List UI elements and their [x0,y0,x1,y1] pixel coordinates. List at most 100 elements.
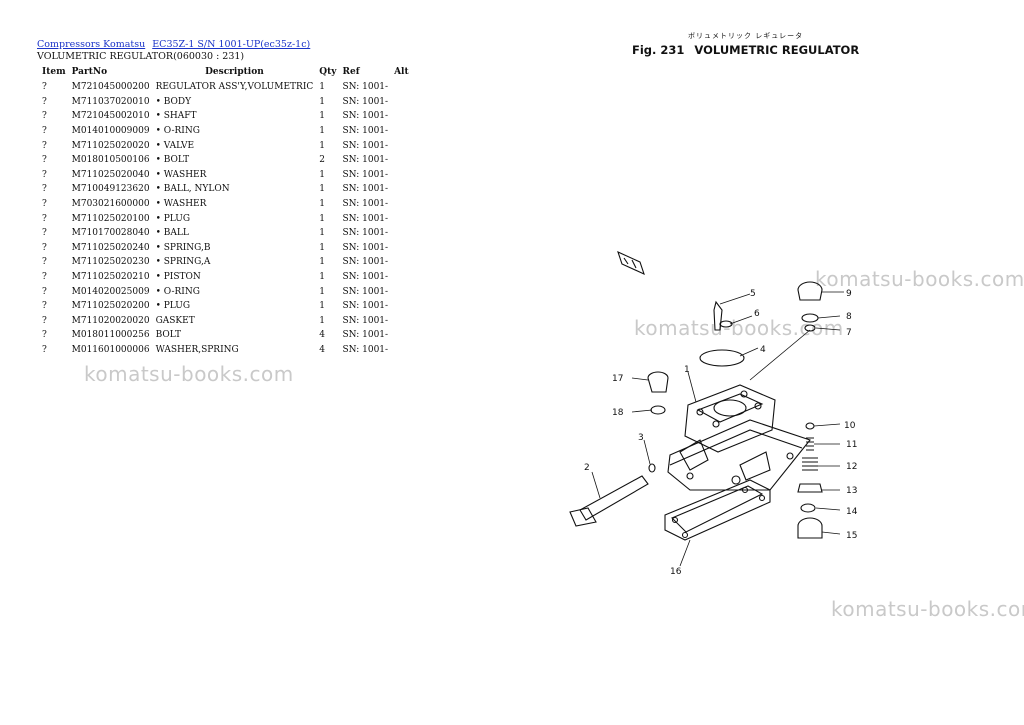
row-ref: SN: 1001- [342,111,389,122]
row-item: ? [42,344,47,355]
regulator-body [667,384,811,491]
row-partno: M711025020210 [71,272,150,283]
row-alt [391,138,413,153]
header-partno: PartNo [71,67,108,77]
row-partno: M721045000200 [71,82,150,93]
row-alt [391,343,413,358]
callout-1: 1 [684,365,690,375]
row-alt [391,211,413,226]
row-alt [391,153,413,168]
row-ref: SN: 1001- [342,155,389,166]
row-item: ? [42,242,47,253]
row-item: ? [42,213,47,224]
row-description: • PISTON [155,272,201,283]
gasket [664,479,771,541]
row-description: • O-RING [155,126,200,137]
row-alt [391,255,413,270]
row-partno: M018010500106 [71,155,150,166]
row-ref: SN: 1001- [342,213,389,224]
header-ref: Ref [342,67,360,77]
breadcrumb-link-model[interactable]: EC35Z-1 S/N 1001-UP(ec35z-1c) [152,39,311,50]
row-description: • BALL, NYLON [155,184,230,195]
breadcrumb-link-category[interactable]: Compressors Komatsu [37,39,146,50]
row-qty: 4 [319,344,326,355]
row-item: ? [42,272,47,283]
row-alt [391,182,413,197]
row-item: ? [42,228,47,239]
table-row: ? M011601000006 WASHER,SPRING 4 SN: 1001- [37,343,413,358]
row-item: ? [42,126,47,137]
watermark: komatsu-books.com [634,316,844,340]
header-description: Description [205,67,264,77]
callout-6: 6 [754,309,760,319]
row-alt [391,284,413,299]
row-partno: M014020025009 [71,286,150,297]
callout-14: 14 [846,507,858,517]
row-partno: M711020020020 [71,315,150,326]
row-qty: 1 [319,257,326,268]
row-qty: 1 [319,242,326,253]
callout-labels: 5 6 4 9 8 7 10 11 12 13 14 15 17 18 3 2 … [584,289,858,577]
row-description: • VALVE [155,140,195,151]
callout-3: 3 [638,433,644,443]
figure-label: Fig. 231 [632,43,685,57]
section-title: VOLUMETRIC REGULATOR(060030 : 231) [37,51,245,62]
row-item: ? [42,111,47,122]
shaft [569,475,649,527]
row-alt [391,168,413,183]
row-description: • SHAFT [155,111,197,122]
row-partno: M011601000006 [71,344,150,355]
row-alt [391,95,413,110]
row-alt [391,241,413,256]
row-alt [391,328,413,343]
row-qty: 1 [319,111,326,122]
row-qty: 1 [319,126,326,137]
callout-4: 4 [760,345,766,355]
row-qty: 1 [319,228,326,239]
row-ref: SN: 1001- [342,82,389,93]
row-partno: M703021600000 [71,199,150,210]
row-item: ? [42,82,47,93]
row-description: WASHER,SPRING [155,344,239,355]
callout-11: 11 [846,440,857,450]
figure-japanese-title: ボリュメトリック レギュレータ [688,32,804,40]
row-description: • BALL [155,228,189,239]
breadcrumb: Compressors Komatsu EC35Z-1 S/N 1001-UP(… [37,39,314,50]
row-partno: M018011000256 [71,330,150,341]
row-ref: SN: 1001- [342,344,389,355]
row-ref: SN: 1001- [342,286,389,297]
callout-16: 16 [670,567,682,577]
row-item: ? [42,286,47,297]
row-description: • SPRING,B [155,242,211,253]
row-alt [391,109,413,124]
callout-5: 5 [750,289,756,299]
header-alt: Alt [394,67,409,77]
row-qty: 4 [319,330,326,341]
row-alt [391,299,413,314]
row-item: ? [42,96,47,107]
row-qty: 1 [319,96,326,107]
watermark: komatsu-books.com [831,597,1024,621]
row-ref: SN: 1001- [342,315,389,326]
row-ref: SN: 1001- [342,272,389,283]
row-item: ? [42,184,47,195]
row-description: • WASHER [155,199,207,210]
row-alt [391,270,413,285]
row-alt [391,226,413,241]
header-qty: Qty [319,67,337,77]
row-description: • SPRING,A [155,257,211,268]
row-ref: SN: 1001- [342,257,389,268]
row-partno: M710049123620 [71,184,150,195]
row-description: GASKET [155,315,195,326]
row-partno: M711025020240 [71,242,150,253]
row-partno: M711025020020 [71,140,150,151]
row-alt [391,197,413,212]
